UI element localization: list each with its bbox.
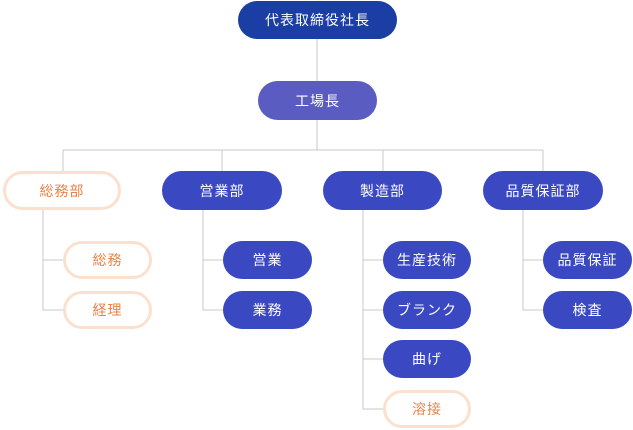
section-blank: ブランク — [383, 291, 471, 329]
section-accounting: 経理 — [63, 291, 152, 329]
section-operations: 業務 — [223, 291, 312, 329]
department-quality-assurance: 品質保証部 — [483, 171, 603, 210]
section-welding: 溶接 — [383, 390, 471, 428]
ceo-node: 代表取締役社長 — [238, 1, 397, 39]
department-general-affairs: 総務部 — [3, 171, 121, 210]
section-production-engineering: 生産技術 — [383, 241, 471, 279]
plant-manager-node: 工場長 — [258, 81, 377, 120]
department-sales: 営業部 — [162, 171, 282, 210]
section-sales: 営業 — [223, 241, 312, 279]
section-quality-assurance: 品質保証 — [543, 241, 632, 279]
section-inspection: 検査 — [543, 291, 632, 329]
department-manufacturing: 製造部 — [323, 171, 442, 210]
section-bending: 曲げ — [383, 340, 471, 378]
section-general-affairs: 総務 — [63, 241, 152, 279]
